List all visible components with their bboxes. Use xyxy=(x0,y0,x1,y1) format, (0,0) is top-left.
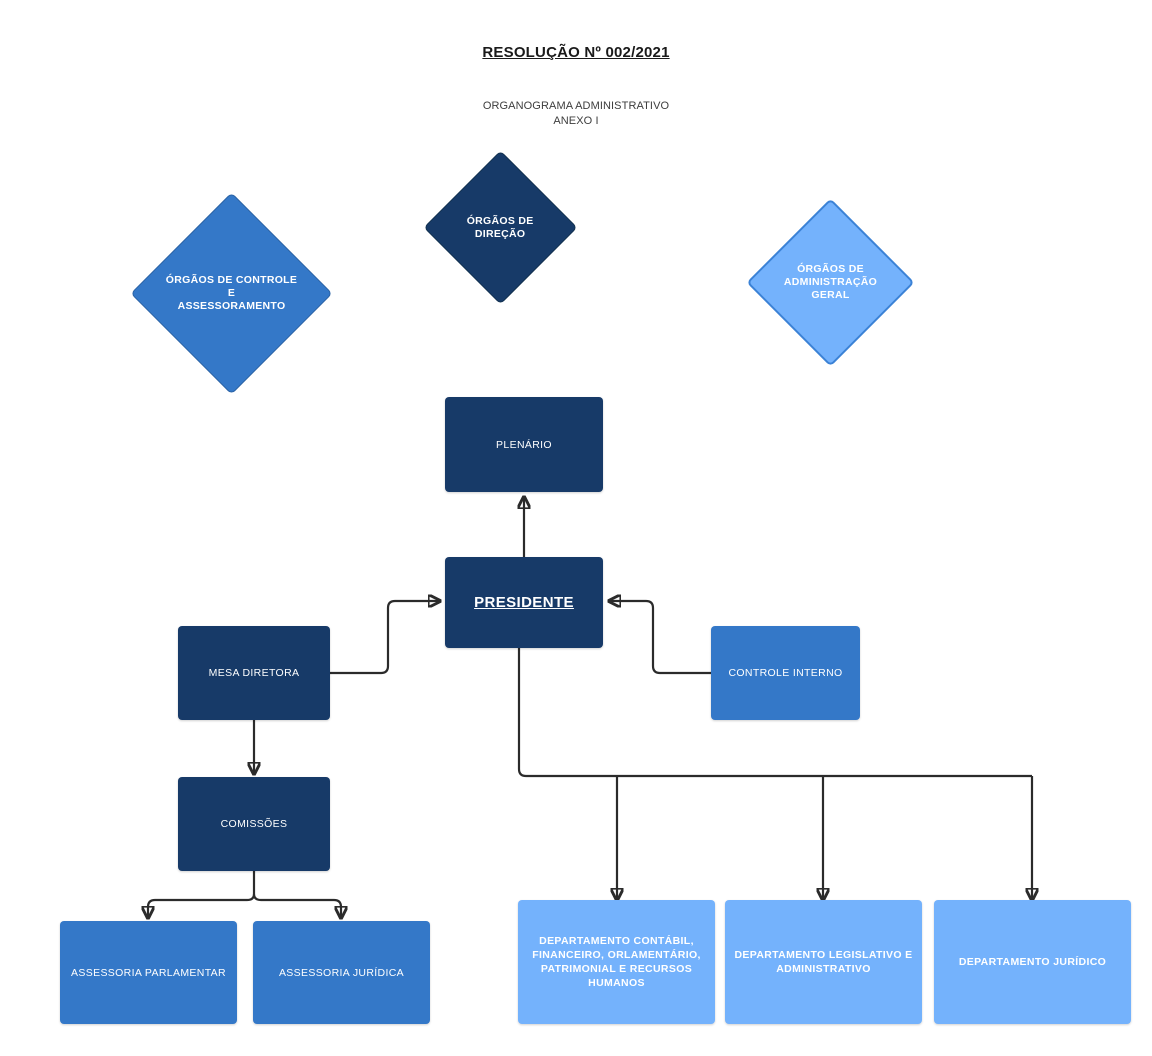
legend-diamond-orgaos-direcao[interactable]: ÓRGÃOS DE DIREÇÃO xyxy=(423,150,578,305)
node-controle-interno[interactable]: CONTROLE INTERNO xyxy=(711,626,860,720)
node-label: ASSESSORIA PARLAMENTAR xyxy=(71,966,226,979)
legend-diamond-label: ÓRGÃOS DE DIREÇÃO xyxy=(467,214,534,240)
wire-mesa-to-presidente xyxy=(330,601,440,675)
page-title: RESOLUÇÃO Nº 002/2021 xyxy=(482,44,670,61)
legend-diamond-label: ÓRGÃOS DE CONTROLE E ASSESSORAMENTO xyxy=(165,274,298,312)
node-assessoria-parlamentar[interactable]: ASSESSORIA PARLAMENTAR xyxy=(60,921,237,1024)
legend-diamond-label: ÓRGÃOS DE ADMINISTRAÇÃO GERAL xyxy=(783,263,878,301)
subtitle-block: ORGANOGRAMA ADMINISTRATIVO ANEXO I xyxy=(0,99,1152,129)
node-label: DEPARTAMENTO LEGISLATIVO E ADMINISTRATIV… xyxy=(734,949,913,975)
legend-diamond-orgaos-controle-assessoramento[interactable]: ÓRGÃOS DE CONTROLE E ASSESSORAMENTO xyxy=(130,192,333,395)
node-departamento-legislativo[interactable]: DEPARTAMENTO LEGISLATIVO E ADMINISTRATIV… xyxy=(725,900,922,1024)
node-departamento-contabil[interactable]: DEPARTAMENTO CONTÁBIL, FINANCEIRO, ORLAM… xyxy=(518,900,715,1024)
wire-comissoes-to-assessoria-parlamentar xyxy=(148,893,256,918)
node-assessoria-juridica[interactable]: ASSESSORIA JURÍDICA xyxy=(253,921,430,1024)
wire-comissoes-to-assessoria-juridica xyxy=(252,893,341,918)
node-comissoes[interactable]: COMISSÕES xyxy=(178,777,330,871)
node-label: COMISSÕES xyxy=(220,818,288,830)
node-plenario[interactable]: PLENÁRIO xyxy=(445,397,603,492)
node-departamento-juridico[interactable]: DEPARTAMENTO JURÍDICO xyxy=(934,900,1131,1024)
node-presidente[interactable]: PRESIDENTE xyxy=(445,557,603,648)
node-mesa-diretora[interactable]: MESA DIRETORA xyxy=(178,626,330,720)
node-label: PRESIDENTE xyxy=(474,593,574,611)
subtitle-line-1: ORGANOGRAMA ADMINISTRATIVO xyxy=(482,100,670,112)
wire-controle-to-presidente xyxy=(609,601,711,675)
node-label: PLENÁRIO xyxy=(496,438,552,451)
node-label: DEPARTAMENTO JURÍDICO xyxy=(958,956,1107,968)
node-label: DEPARTAMENTO CONTÁBIL, FINANCEIRO, ORLAM… xyxy=(532,935,701,989)
node-label: CONTROLE INTERNO xyxy=(728,667,843,679)
node-label: ASSESSORIA JURÍDICA xyxy=(278,966,405,979)
legend-diamond-orgaos-administracao-geral[interactable]: ÓRGÃOS DE ADMINISTRAÇÃO GERAL xyxy=(746,198,915,367)
node-label: MESA DIRETORA xyxy=(208,667,300,679)
subtitle-line-2: ANEXO I xyxy=(553,115,599,127)
